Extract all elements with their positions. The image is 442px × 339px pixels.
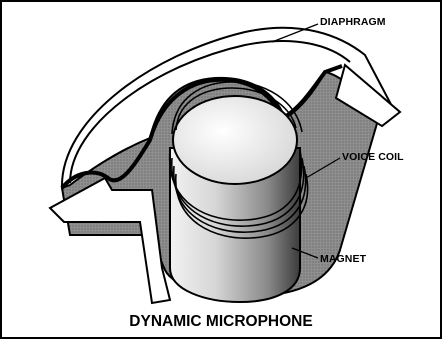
magnet-label: MAGNET — [320, 253, 366, 265]
figure-caption: DYNAMIC MICROPHONE — [0, 313, 442, 331]
magnet-top — [173, 96, 297, 184]
diaphragm-label: DIAPHRAGM — [320, 16, 386, 28]
voice-coil-label: VOICE COIL — [342, 151, 404, 163]
